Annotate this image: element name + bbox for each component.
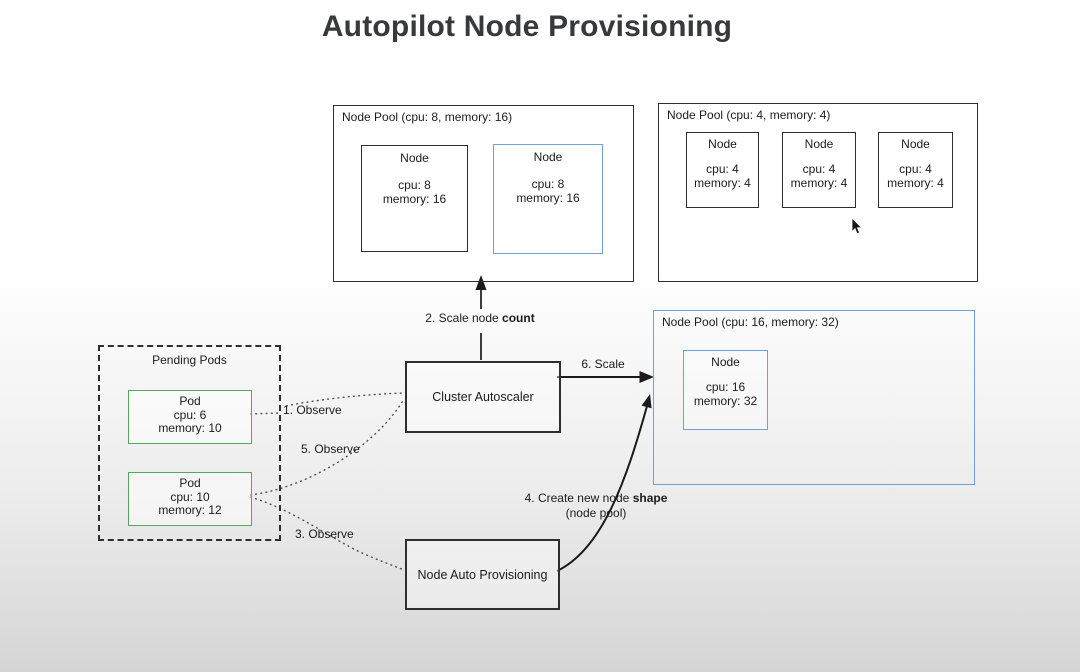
node-cpu4-2: Node cpu: 4 memory: 4 [782,132,856,208]
node-title: Node [804,137,834,151]
pod-memory: memory: 12 [158,503,222,517]
node-cpu: cpu: 4 [899,162,932,176]
label-create-node-pool: (node pool) [565,506,627,520]
node-title: Node [533,150,563,164]
node-auto-provisioning-label: Node Auto Provisioning [417,567,548,582]
node-title: Node [708,137,737,151]
node-title: Node [901,137,930,151]
label-scale-node-count: 2. Scale node count [425,311,535,325]
node-pool-cpu8-label: Node Pool (cpu: 8, memory: 16) [342,110,513,124]
label-observe-1: 1. Observe [283,403,342,417]
dotted-observe-5 [249,398,405,496]
pending-pods-group: Pending Pods Pod cpu: 6 memory: 10 Pod c… [98,345,281,541]
node-memory: memory: 4 [694,176,751,190]
mouse-cursor-icon [851,217,863,235]
page-title: Autopilot Node Provisioning [321,10,733,43]
label-observe-5: 5. Observe [301,442,360,456]
pod-title: Pod [179,476,201,490]
node-memory: memory: 32 [693,394,758,408]
arrow-create-node-shape-head-icon [641,394,652,409]
node-pool-cpu16-label: Node Pool (cpu: 16, memory: 32) [662,315,839,329]
cluster-autoscaler-box: Cluster Autoscaler [405,361,561,433]
node-cpu: cpu: 8 [531,177,565,191]
pod-cpu: cpu: 10 [170,489,210,504]
arrow-create-node-shape-curve [556,405,648,572]
label-create-node-shape: 4. Create new node shape [524,491,668,505]
arrow-scale-head-icon [639,371,654,383]
pod-title: Pod [179,394,201,408]
node-auto-provisioning-box: Node Auto Provisioning [405,539,560,610]
pending-pod-2: Pod cpu: 10 memory: 12 [128,472,252,526]
node-memory: memory: 4 [790,176,848,190]
node-cpu: cpu: 16 [705,380,746,394]
node-cpu: cpu: 4 [802,162,836,176]
label-observe-3: 3. Observe [295,527,354,541]
node-pool-cpu4: Node Pool (cpu: 4, memory: 4) Node cpu: … [658,103,978,282]
node-memory: memory: 16 [516,191,580,205]
node-cpu8-2-new: Node cpu: 8 memory: 16 [493,144,603,254]
node-pool-cpu4-label: Node Pool (cpu: 4, memory: 4) [667,108,831,122]
node-cpu4-1: Node cpu: 4 memory: 4 [686,132,759,208]
node-memory: memory: 16 [382,192,447,206]
label-scale-6: 6. Scale [581,357,625,371]
pending-pod-1: Pod cpu: 6 memory: 10 [128,390,252,444]
node-cpu16-new: Node cpu: 16 memory: 32 [683,350,768,430]
node-pool-cpu8: Node Pool (cpu: 8, memory: 16) Node cpu:… [333,105,634,282]
cluster-autoscaler-label: Cluster Autoscaler [432,390,534,404]
node-pool-cpu16-new: Node Pool (cpu: 16, memory: 32) Node cpu… [653,310,975,485]
node-cpu8-1: Node cpu: 8 memory: 16 [361,145,468,252]
pending-pods-label: Pending Pods [152,353,227,367]
node-cpu: cpu: 8 [398,178,431,192]
node-memory: memory: 4 [887,176,944,190]
node-title: Node [400,151,429,165]
arrow-scale-node-count-head-icon [475,275,487,290]
node-cpu4-3: Node cpu: 4 memory: 4 [878,132,953,208]
pod-memory: memory: 10 [158,421,222,435]
node-title: Node [711,355,740,369]
pod-cpu: cpu: 6 [173,407,207,422]
node-cpu: cpu: 4 [706,162,739,176]
